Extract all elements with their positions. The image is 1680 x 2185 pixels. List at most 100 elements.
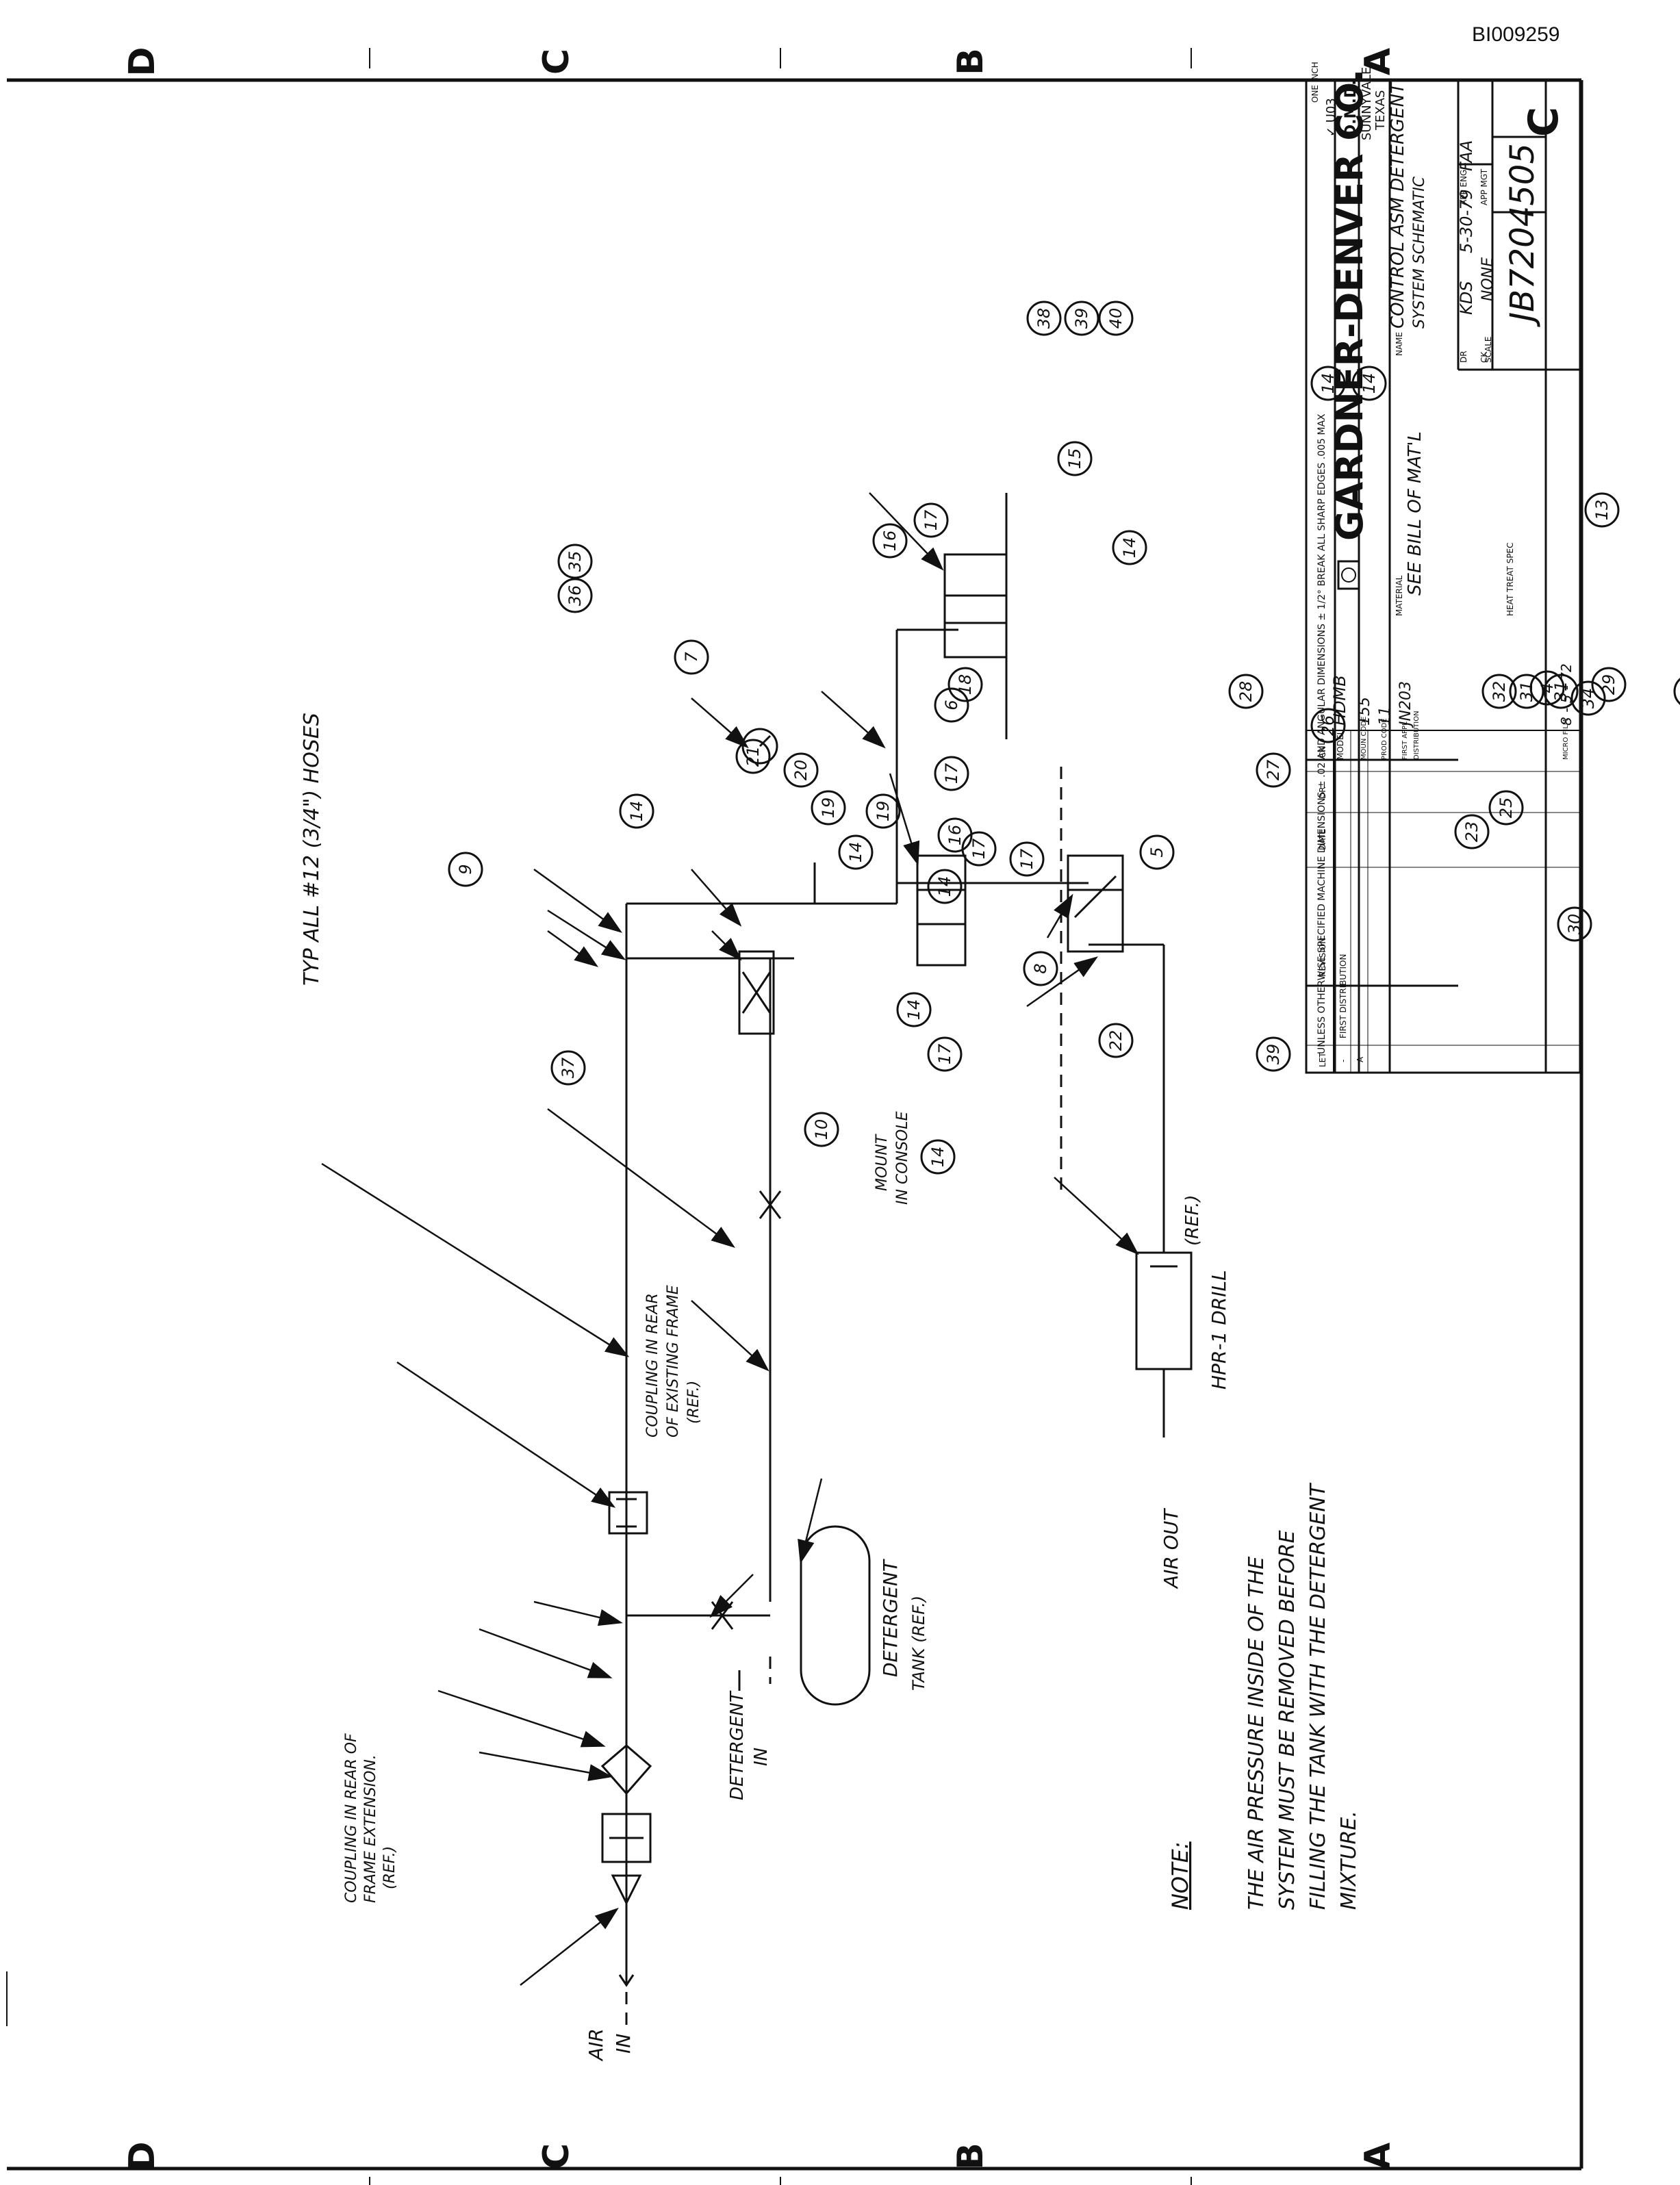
balloon-callout: [947, 667, 983, 702]
dr-label: DR: [1459, 350, 1468, 363]
drawing-name: SYSTEM SCHEMATIC: [1411, 176, 1428, 329]
balloon-number: 14: [1319, 373, 1338, 394]
balloon-number: 31: [1551, 681, 1570, 702]
balloon-callout: [1454, 814, 1490, 849]
balloon-callout: [1112, 530, 1147, 565]
balloon-number: 40: [1106, 308, 1125, 329]
rev-header: REVISION: [1318, 938, 1327, 977]
balloon-number: 14: [1360, 373, 1379, 394]
balloon-number: 8: [1031, 963, 1050, 973]
prod-code-label: PROD CODE: [1381, 718, 1388, 760]
air-in-label: IN: [612, 2034, 635, 2054]
balloon-callout: [1584, 492, 1620, 528]
balloon-number: 17: [1017, 848, 1036, 869]
balloon-callout: [838, 834, 874, 870]
balloon-number: 30: [1565, 914, 1584, 935]
coupling-12: [601, 1813, 652, 1863]
balloon-callout: [896, 992, 932, 1027]
restrictor-5: [759, 1190, 782, 1219]
balloon-number: 14: [935, 876, 954, 897]
app-eng-label: APP ENG: [1459, 170, 1468, 205]
zone-letter: A: [1358, 48, 1399, 75]
coupling-existing-label: (REF.): [685, 1381, 702, 1424]
balloon-number: 18: [956, 674, 975, 695]
balloon-callout: [927, 869, 963, 904]
balloon-callout: [1139, 834, 1175, 870]
balloon-number: 14: [904, 999, 924, 1021]
scale-ref: ONE INCH: [1310, 62, 1320, 103]
balloon-callout: [1256, 752, 1291, 788]
balloon-number: 13: [1592, 500, 1612, 521]
balloon-number: 7: [682, 652, 701, 663]
air-in-arrow: [618, 1974, 635, 1987]
coupling-frame-label: COUPLING IN REAR OF: [343, 1733, 360, 1903]
balloon-number: 22: [1106, 1030, 1125, 1051]
balloon-number: 28: [1236, 681, 1256, 702]
balloon-number: 14: [928, 1147, 947, 1168]
balloon-callout: [1543, 674, 1579, 709]
division-line: SUNNYVALE: [1360, 67, 1374, 140]
mount-code-value: 155: [1356, 697, 1373, 726]
hoses-label: TYP ALL #12 (3/4") HOSES: [300, 713, 324, 986]
balloon-number: 9: [456, 864, 475, 874]
valve-6: [738, 950, 775, 1035]
model-value: HDMB: [1330, 675, 1349, 726]
balloon-number: 39: [1072, 308, 1091, 329]
tolerance-note: UNLESS OTHERWISE SPECIFIED MACHINE DIMEN…: [1316, 413, 1327, 1054]
balloon-callout: [934, 756, 969, 791]
balloon-callout: [557, 544, 593, 579]
balloon-callout: [804, 1112, 839, 1147]
mount-code-label: MOUN CODE: [1360, 717, 1368, 760]
balloon-callout: [735, 739, 771, 774]
balloon-number: 20: [791, 760, 811, 781]
balloon-group: 1234567891011121314141414141414141516161…: [448, 301, 1680, 1175]
balloon-number: 32: [1490, 681, 1509, 702]
balloon-number: 19: [819, 797, 838, 819]
zone-letter: C: [536, 2143, 577, 2169]
balloon-callout: [1098, 1023, 1134, 1058]
balloon-number: 17: [942, 763, 961, 784]
zone-letter: B: [950, 48, 991, 75]
piping-lines: [625, 628, 1165, 1985]
zone-letter: C: [536, 49, 577, 75]
balloon-callout: [550, 1050, 586, 1086]
drawing-name: CONTROL ASM DETERGENT: [1388, 81, 1408, 329]
mount-console-label: MOUNT: [874, 1134, 891, 1191]
balloon-number: 27: [1264, 759, 1283, 780]
scale-value: NONE: [1479, 257, 1497, 301]
zone-letter: A: [1358, 2143, 1399, 2170]
balloon-callout: [811, 790, 846, 826]
name-label: NAME: [1395, 332, 1404, 356]
note-line: FILLING THE TANK WITH THE DETERGENT: [1306, 1482, 1330, 1910]
balloon-callout: [865, 793, 901, 829]
balloon-callout: [1351, 366, 1387, 401]
first-appl-value: JN203: [1397, 681, 1414, 728]
balloon-callout: [927, 1036, 963, 1072]
balloon-callout: [557, 578, 593, 613]
balloon-number: 17: [969, 838, 989, 859]
balloon-number: 23: [1462, 821, 1481, 843]
balloon-number: 17: [935, 1043, 954, 1064]
prod-code-value: 11: [1377, 706, 1394, 726]
detergent-tank-label: DETERGENT: [879, 1559, 902, 1677]
size-letter: C: [1520, 107, 1568, 137]
coupling-frame-label: FRAME EXTENSION.: [362, 1754, 379, 1903]
coupling-existing-label: OF EXISTING FRAME: [665, 1285, 682, 1438]
drill-label: HPR-1 DRILL: [1208, 1270, 1230, 1390]
valve-10: [1067, 854, 1124, 953]
balloon-callout: [1557, 906, 1592, 942]
balloon-callout: [1023, 951, 1058, 986]
rev-header: LET: [1318, 1052, 1327, 1067]
actuator-36: [943, 553, 1008, 659]
balloon-callout: [448, 852, 483, 887]
app-mgt-label: APP MGT: [1479, 168, 1489, 205]
balloon-callout: [783, 752, 819, 788]
balloon-callout: [1310, 366, 1346, 401]
zone-letter: D: [122, 47, 163, 76]
hpr-1-drill: [1135, 1251, 1193, 1370]
balloon-number: 17: [921, 509, 941, 531]
detergent-tank: [800, 1525, 871, 1706]
app-eng-value: FAA: [1457, 140, 1476, 171]
micro-film-label: MICRO FILM: [1562, 719, 1570, 760]
